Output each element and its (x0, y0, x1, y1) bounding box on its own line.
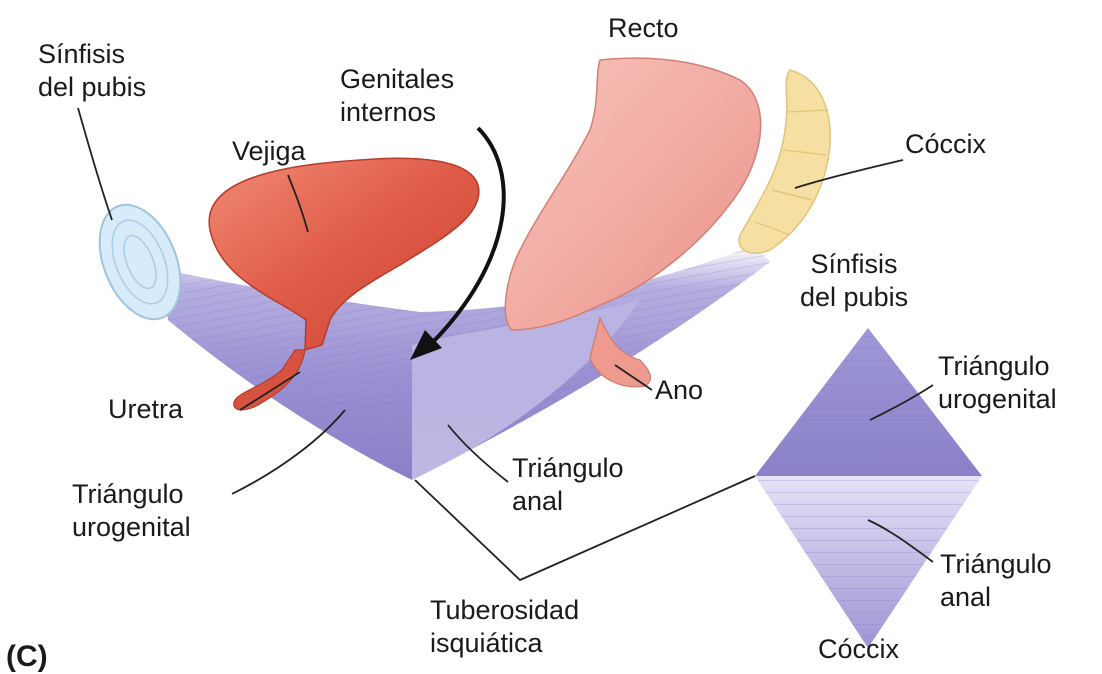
label-line: del pubis (800, 281, 908, 314)
label-line: Triángulo (72, 478, 191, 511)
label-line: Triángulo (938, 350, 1057, 383)
label-ano: Ano (655, 374, 703, 407)
label-coccix-top: Cóccix (905, 128, 986, 161)
label-triangulo-anal-right: Triángulo anal (940, 548, 1052, 614)
label-line: Sínfisis (38, 38, 146, 71)
label-line: Genitales (340, 63, 454, 96)
label-line: isquiática (430, 627, 579, 660)
label-line: anal (940, 581, 1052, 614)
label-line: del pubis (38, 71, 146, 104)
panel-letter: (C) (6, 640, 48, 673)
label-triangulo-urogenital-right: Triángulo urogenital (938, 350, 1057, 416)
label-line: anal (512, 485, 624, 518)
label-genitales-internos: Genitales internos (340, 63, 454, 129)
label-triangulo-urogenital-left: Triángulo urogenital (72, 478, 191, 544)
label-line: urogenital (938, 383, 1057, 416)
label-line: Sínfisis (800, 248, 908, 281)
label-triangulo-anal-mid: Triángulo anal (512, 452, 624, 518)
label-symphysis-pubis-left: Sínfisis del pubis (38, 38, 146, 104)
label-vejiga: Vejiga (232, 135, 306, 168)
label-line: Tuberosidad (430, 594, 579, 627)
label-line: urogenital (72, 511, 191, 544)
label-line: internos (340, 96, 454, 129)
label-recto: Recto (608, 12, 679, 45)
label-line: Triángulo (512, 452, 624, 485)
label-line: Triángulo (940, 548, 1052, 581)
label-symphysis-pubis-right: Sínfisis del pubis (800, 248, 908, 314)
label-uretra: Uretra (108, 393, 183, 426)
label-coccix-bottom: Cóccix (818, 633, 899, 666)
label-tuberosidad-isquiatica: Tuberosidad isquiática (430, 594, 579, 660)
